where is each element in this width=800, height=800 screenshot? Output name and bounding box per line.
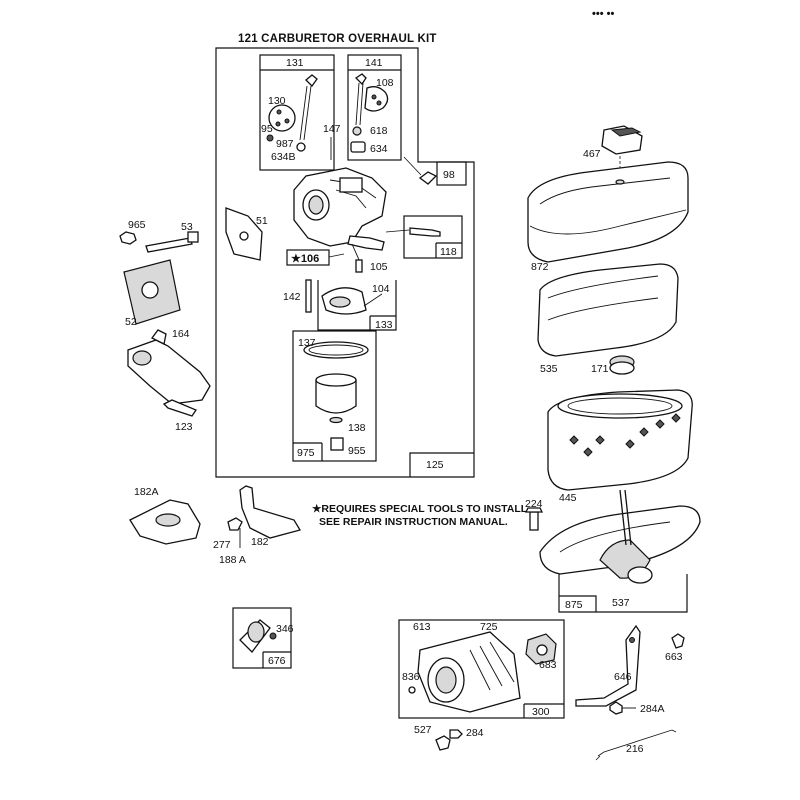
- box-133-label: 133: [375, 319, 393, 331]
- label-105: 105: [370, 261, 388, 273]
- part-51-gasket: 51: [225, 207, 268, 261]
- part-535-prefilter: 535: [537, 263, 679, 375]
- part-527-284: 527 284: [414, 724, 484, 751]
- label-51: 51: [256, 215, 268, 227]
- label-182a: 182A: [134, 486, 159, 498]
- label-95: 95: [261, 123, 273, 135]
- label-188a: 188 A: [219, 554, 246, 566]
- label-171: 171: [591, 363, 609, 375]
- part-445-filter: 445: [547, 389, 693, 504]
- label-130: 130: [268, 95, 286, 107]
- part-182a-bracket: 182A: [129, 486, 201, 545]
- label-955: 955: [348, 445, 366, 457]
- box-300: 300 613 725 683 836: [398, 619, 565, 719]
- kit-outline: [215, 47, 475, 478]
- part-52-gasket: 52: [123, 259, 181, 328]
- box-98: 98: [403, 156, 467, 186]
- box-118: 118: [385, 215, 463, 259]
- label-284: 284: [466, 727, 484, 739]
- label-104: 104: [372, 283, 390, 295]
- part-164-manifold: 164: [127, 328, 211, 405]
- label-224: 224: [525, 498, 543, 510]
- part-646-bracket: 646: [575, 624, 641, 707]
- label-53: 53: [181, 221, 193, 233]
- label-527: 527: [414, 724, 432, 736]
- part-663-screw: 663: [665, 633, 685, 663]
- label-123: 123: [175, 421, 193, 433]
- label-52: 52: [125, 316, 137, 328]
- box-106: ★106: [286, 249, 345, 266]
- box-118-label: 118: [440, 246, 457, 258]
- label-216: 216: [626, 743, 644, 755]
- kit-title: 121 CARBURETOR OVERHAUL KIT: [238, 33, 437, 45]
- label-284a: 284A: [640, 703, 665, 715]
- box-676: 676 346: [232, 607, 294, 669]
- label-965: 965: [128, 219, 146, 231]
- label-535: 535: [540, 363, 558, 375]
- label-613: 613: [413, 621, 431, 633]
- box-98-label: 98: [443, 169, 455, 181]
- corner-mark: ••• ••: [592, 8, 614, 20]
- box-125: 125: [409, 452, 474, 477]
- note-line-2: SEE REPAIR INSTRUCTION MANUAL.: [319, 516, 508, 528]
- label-836: 836: [402, 671, 420, 683]
- label-142: 142: [283, 291, 301, 303]
- part-123-bolt: 123: [162, 399, 197, 433]
- label-137: 137: [298, 337, 316, 349]
- box-300-label: 300: [532, 706, 550, 718]
- label-277: 277: [213, 539, 231, 551]
- label-663: 663: [665, 651, 683, 663]
- label-987: 987: [276, 138, 294, 150]
- label-445: 445: [559, 492, 577, 504]
- label-346: 346: [276, 623, 294, 635]
- box-133: 133 104: [317, 280, 397, 331]
- box-131: 131 130 95 987 634B: [259, 54, 335, 171]
- box-676-label: 676: [268, 655, 286, 667]
- box-975-label: 975: [297, 447, 315, 459]
- part-182-shield: 277 182 188 A: [213, 485, 302, 566]
- box-875: 875 537: [539, 489, 701, 613]
- note-line-1: ★REQUIRES SPECIAL TOOLS TO INSTALL.: [312, 503, 530, 515]
- label-618: 618: [370, 125, 388, 137]
- label-164: 164: [172, 328, 190, 340]
- label-634: 634: [370, 143, 388, 155]
- label-138: 138: [348, 422, 366, 434]
- part-171-seal: 171: [591, 355, 635, 375]
- label-182: 182: [251, 536, 269, 548]
- box-875-label: 875: [565, 599, 583, 611]
- part-216-link: 216: [595, 729, 677, 761]
- box-131-label: 131: [286, 57, 304, 69]
- label-646: 646: [614, 671, 632, 683]
- label-634b: 634B: [271, 151, 296, 163]
- box-106-label: ★106: [291, 253, 319, 265]
- box-141-label: 141: [365, 57, 383, 69]
- label-872: 872: [531, 261, 549, 273]
- box-125-label: 125: [426, 459, 444, 471]
- part-284a-screw: 284A: [609, 701, 665, 715]
- part-872-cover: 872: [527, 161, 689, 273]
- label-467: 467: [583, 148, 601, 160]
- label-683: 683: [539, 659, 557, 671]
- label-108: 108: [376, 77, 394, 89]
- part-224-bolt: 224: [524, 498, 544, 531]
- box-975: 975 137 138 955: [292, 330, 377, 462]
- label-537: 537: [612, 597, 630, 609]
- box-141: 141 108 618 634: [347, 54, 402, 161]
- carburetor-body: [293, 167, 387, 263]
- part-965-53: 965 53: [119, 219, 199, 253]
- label-147: 147: [323, 123, 341, 135]
- label-725: 725: [480, 621, 498, 633]
